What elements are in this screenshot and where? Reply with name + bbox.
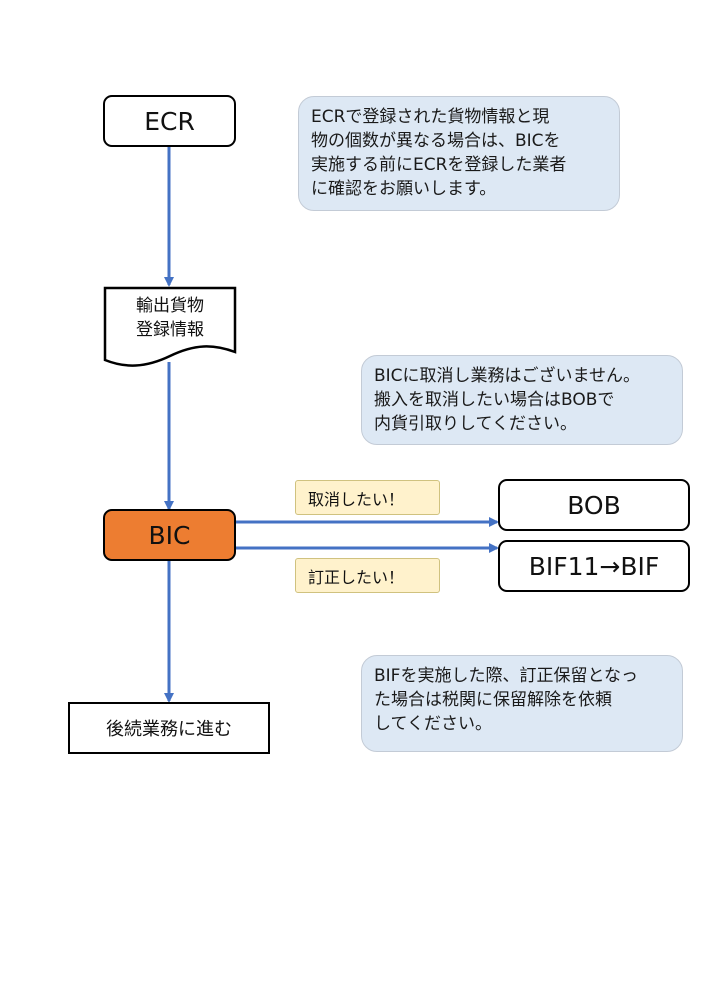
node-next-step: 後続業務に進む (68, 702, 270, 754)
node-bob: BOB (498, 479, 690, 531)
tag-correct-label: 訂正したい！ (308, 567, 405, 587)
node-export-cargo-info: 輸出貨物 登録情報 (103, 286, 237, 368)
node-bif-label: BIF11→BIF (528, 551, 660, 581)
node-bic: BIC (103, 509, 236, 561)
tag-correct: 訂正したい！ (295, 558, 440, 593)
note-bic-cancel-line: 内貨引取りしてください。 (374, 414, 577, 434)
note-bic-cancel: BICに取消し業務はございません。 搬入を取消したい場合はBOBで 内貨引取りし… (361, 355, 683, 445)
note-bif-hold-line: BIFを実施した際、訂正保留となっ (374, 666, 638, 686)
tag-cancel-label: 取消したい！ (308, 489, 405, 509)
note-bif-hold-line: た場合は税関に保留解除を依頼 (374, 690, 612, 710)
note-ecr-check-line: 物の個数が異なる場合は、BICを (311, 131, 561, 151)
node-next-step-label: 後続業務に進む (106, 719, 232, 740)
note-bif-hold: BIFを実施した際、訂正保留となっ た場合は税関に保留解除を依頼 してください。 (361, 655, 683, 752)
note-bif-hold-line: してください。 (374, 714, 492, 734)
note-ecr-check-line: 実施する前にECRを登録した業者 (311, 155, 567, 175)
node-bic-label: BIC (148, 520, 191, 550)
note-bic-cancel-line: 搬入を取消したい場合はBOBで (374, 390, 615, 410)
node-bob-label: BOB (567, 490, 621, 520)
node-bif: BIF11→BIF (498, 540, 690, 592)
node-export-cargo-line-1: 輸出貨物 (136, 296, 204, 316)
tag-cancel: 取消したい！ (295, 480, 440, 515)
document-shape (103, 286, 237, 367)
node-ecr-label: ECR (144, 106, 195, 136)
note-ecr-check: ECRで登録された貨物情報と現 物の個数が異なる場合は、BICを 実施する前にE… (298, 96, 620, 211)
node-ecr: ECR (103, 95, 236, 147)
note-ecr-check-line: に確認をお願いします。 (311, 179, 497, 199)
note-ecr-check-line: ECRで登録された貨物情報と現 (311, 107, 550, 127)
note-bic-cancel-line: BICに取消し業務はございません。 (374, 366, 641, 386)
node-export-cargo-line-2: 登録情報 (136, 320, 204, 340)
